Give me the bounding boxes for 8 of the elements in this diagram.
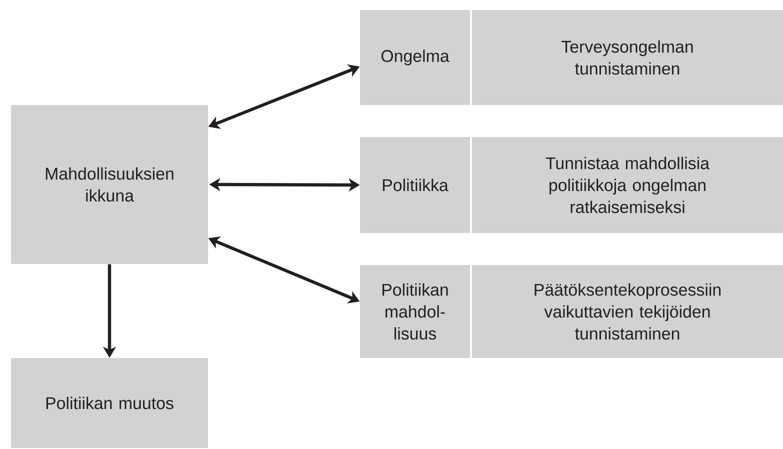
description-box: Tunnistaa mahdollisia politiikkoja ongelman ratkaisemiseksi — [472, 137, 783, 233]
description-box: Terveysongelman tunnistaminen — [472, 10, 783, 105]
process-box: Mahdollisuuksien ikkuna — [11, 105, 208, 264]
description-box: Päätöksentekoprosessiin vaikuttavien tekijöiden tunnistaminen — [472, 265, 783, 358]
stage-box: Politiikan mahdol-lisuus — [360, 265, 470, 358]
stage-box: Ongelma — [360, 10, 470, 105]
process-box: Politiikan muutos — [11, 358, 208, 448]
stage-box: Politiikka — [360, 137, 470, 233]
